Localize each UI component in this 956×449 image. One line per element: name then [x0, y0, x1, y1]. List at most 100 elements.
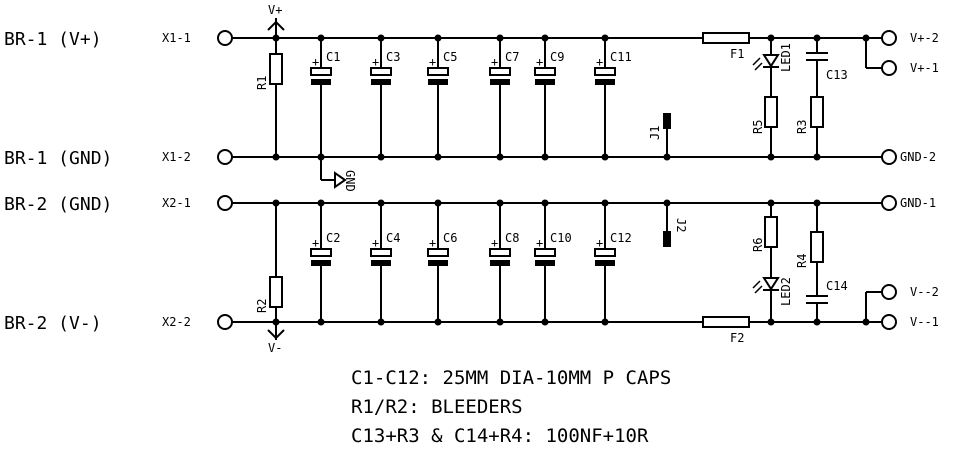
polarity-plus-mark: + — [596, 236, 603, 250]
polarity-plus-mark: + — [372, 236, 379, 250]
capacitor-positive-plate — [427, 248, 449, 257]
capacitor-negative-plate — [311, 260, 331, 266]
capacitor-bank-top: +C1+C3+C5+C7+C9+C11 — [310, 38, 632, 157]
output-label-gnd-2: GND-2 — [900, 150, 936, 164]
f1-fuse — [702, 32, 750, 44]
terminal-x2-1 — [217, 195, 233, 211]
junction-dot — [272, 153, 280, 161]
junction-dot — [767, 34, 775, 42]
capacitor-negative-plate — [490, 79, 510, 85]
capacitor-label: C10 — [550, 231, 572, 245]
junction-dot — [663, 153, 671, 161]
capacitor-negative-plate — [428, 260, 448, 266]
capacitor-negative-plate — [311, 79, 331, 85]
c13-label: C13 — [826, 68, 848, 82]
capacitor-negative-plate — [371, 79, 391, 85]
bus-name-v-minus: BR-2 (V-) — [4, 313, 102, 334]
junction-dot — [813, 199, 821, 207]
j1-jumper — [663, 113, 671, 129]
polarity-plus-mark: + — [429, 236, 436, 250]
r4-resistor — [810, 231, 824, 263]
bus-name-gnd1: BR-1 (GND) — [4, 148, 112, 169]
junction-dot — [601, 34, 609, 42]
capacitor-negative-plate — [371, 260, 391, 266]
junction-dot — [317, 199, 325, 207]
led2-label: LED2 — [779, 277, 793, 306]
junction-dot — [601, 199, 609, 207]
led1-diode-icon — [762, 54, 780, 68]
junction-dot — [434, 199, 442, 207]
r3-label: R3 — [795, 120, 809, 134]
capacitor-negative-plate — [490, 260, 510, 266]
capacitor-positive-plate — [370, 248, 392, 257]
note-line-1: C1-C12: 25MM DIA-10MM P CAPS — [351, 367, 671, 389]
led2-emission-arrow-icon — [754, 285, 763, 294]
junction-dot — [317, 318, 325, 326]
capacitor-positive-plate — [489, 248, 511, 257]
capacitor-label: C6 — [443, 231, 457, 245]
r4-label: R4 — [795, 254, 809, 268]
junction-dot — [663, 199, 671, 207]
r1-label: R1 — [255, 76, 269, 90]
polarity-plus-mark: + — [596, 55, 603, 69]
junction-dot — [434, 34, 442, 42]
capacitor-negative-plate — [595, 79, 615, 85]
junction-dot — [377, 153, 385, 161]
junction-dot — [813, 153, 821, 161]
bus-name-v-plus: BR-1 (V+) — [4, 29, 102, 50]
r1-resistor — [269, 53, 283, 85]
capacitor-label: C7 — [505, 50, 519, 64]
capacitor-bank-bottom: +C2+C4+C6+C8+C10+C12 — [310, 203, 632, 322]
junction-dot — [767, 153, 775, 161]
v-plus-arrow-icon — [267, 20, 285, 31]
junction-dot — [541, 318, 549, 326]
capacitor-negative-plate — [535, 79, 555, 85]
terminal-gnd-2 — [881, 149, 897, 165]
capacitor-positive-plate — [427, 67, 449, 76]
junction-dot — [601, 153, 609, 161]
terminal-v-plus-1 — [881, 60, 897, 76]
junction-dot — [434, 318, 442, 326]
capacitor-label: C4 — [386, 231, 400, 245]
terminal-x2-2 — [217, 314, 233, 330]
r2-label: R2 — [255, 299, 269, 313]
f1-label: F1 — [730, 47, 744, 61]
capacitor-label: C9 — [550, 50, 564, 64]
capacitor-positive-plate — [310, 67, 332, 76]
junction-dot — [496, 34, 504, 42]
junction-dot — [813, 318, 821, 326]
v-minus-arrow-icon — [267, 329, 285, 340]
r3-resistor — [810, 96, 824, 128]
polarity-plus-mark: + — [491, 236, 498, 250]
capacitor-label: C12 — [610, 231, 632, 245]
junction-dot — [272, 318, 280, 326]
junction-dot — [601, 318, 609, 326]
capacitor-positive-plate — [534, 67, 556, 76]
polarity-plus-mark: + — [312, 55, 319, 69]
v-minus-marker-label: V- — [268, 341, 282, 355]
polarity-plus-mark: + — [536, 55, 543, 69]
junction-dot — [272, 199, 280, 207]
r6-resistor — [764, 216, 778, 248]
led1-emission-arrow-icon — [752, 57, 761, 66]
terminal-v-minus-2 — [881, 284, 897, 300]
capacitor-positive-plate — [594, 248, 616, 257]
capacitor-label: C5 — [443, 50, 457, 64]
junction-dot — [317, 34, 325, 42]
polarity-plus-mark: + — [312, 236, 319, 250]
polarity-plus-mark: + — [536, 236, 543, 250]
capacitor-label: C3 — [386, 50, 400, 64]
junction-dot — [767, 318, 775, 326]
terminal-v-plus-2 — [881, 30, 897, 46]
c14-label: C14 — [826, 279, 848, 293]
capacitor-negative-plate — [428, 79, 448, 85]
terminal-x1-1 — [217, 30, 233, 46]
terminal-v-minus-1 — [881, 314, 897, 330]
note-line-2: R1/R2: BLEEDERS — [351, 396, 523, 418]
junction-dot — [272, 34, 280, 42]
junction-dot — [496, 199, 504, 207]
f2-label: F2 — [730, 331, 744, 345]
led1-label: LED1 — [779, 43, 793, 72]
junction-dot — [862, 318, 870, 326]
